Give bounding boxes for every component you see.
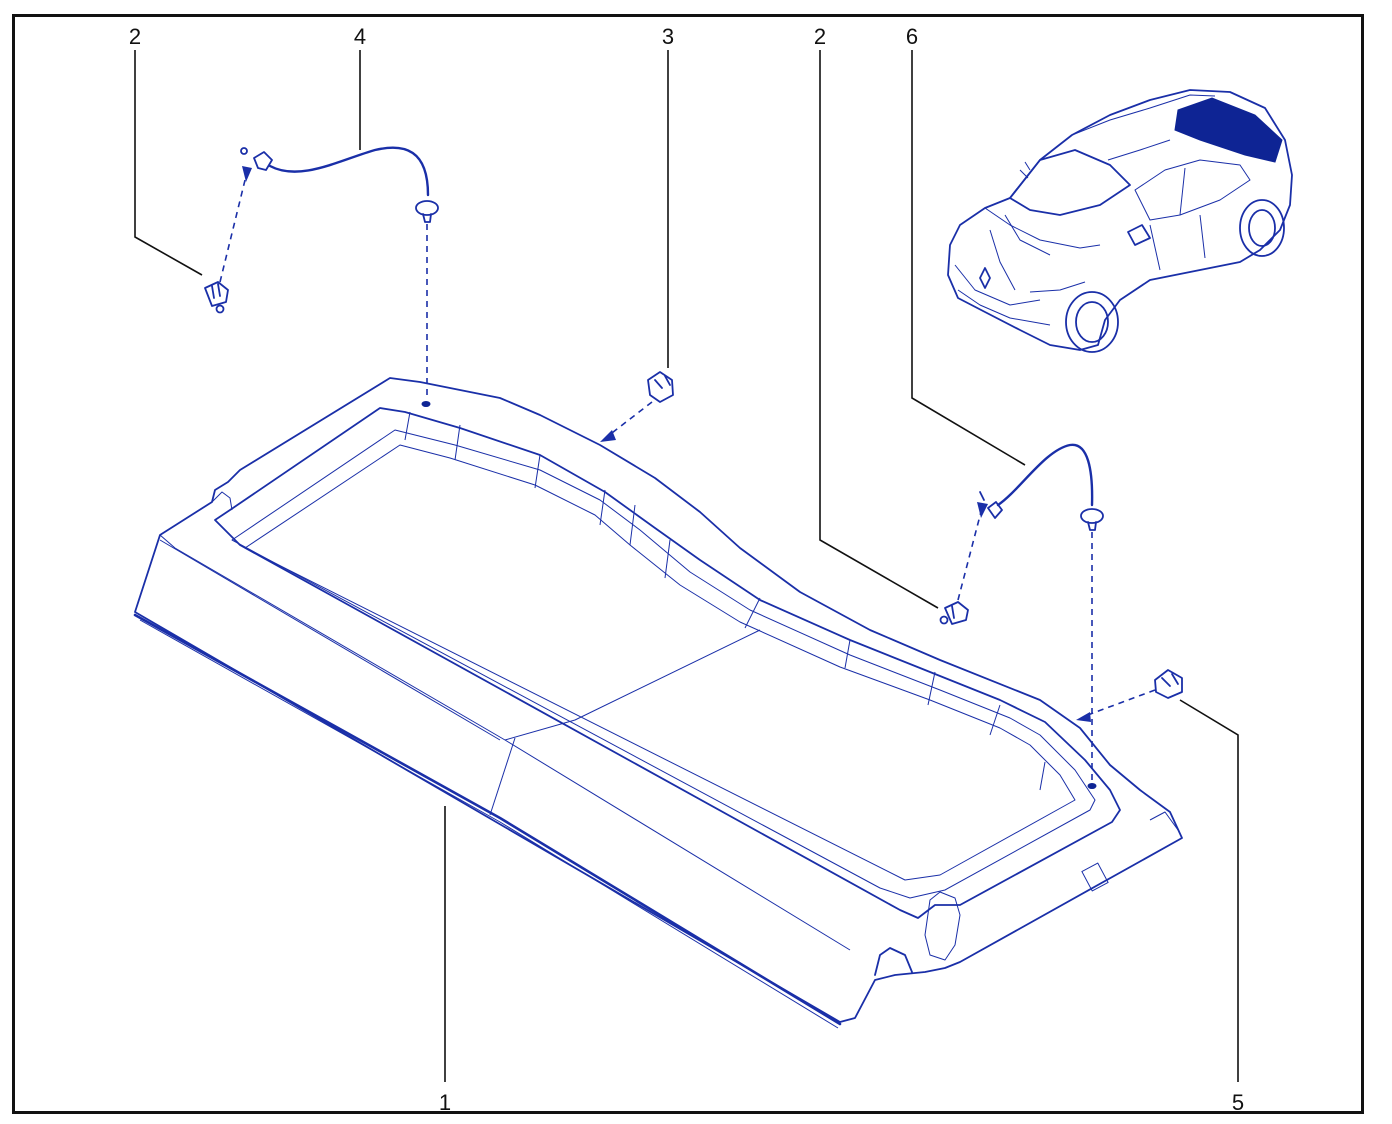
clip-part-3 <box>600 371 674 442</box>
cable-left <box>240 146 439 400</box>
callout-2-right: 2 <box>813 24 827 49</box>
leader-2-right <box>819 50 939 609</box>
leader-lines <box>134 50 1239 1082</box>
callout-3: 3 <box>661 24 675 49</box>
diagram-frame <box>12 14 1364 1114</box>
callout-4: 4 <box>353 24 367 49</box>
callout-6: 6 <box>905 24 919 49</box>
clip-right <box>939 502 988 625</box>
clip-part-5 <box>1076 669 1183 722</box>
callout-1: 1 <box>438 1090 452 1115</box>
vehicle-thumbnail <box>947 89 1293 353</box>
leader-2-left <box>134 50 203 276</box>
leader-5 <box>1179 699 1239 1082</box>
callout-2-left: 2 <box>128 24 142 49</box>
callout-5: 5 <box>1231 1090 1245 1115</box>
parcel-shelf <box>133 377 1183 1029</box>
cable-right <box>979 443 1104 780</box>
clip-left <box>204 166 252 314</box>
leader-6 <box>911 50 1026 466</box>
